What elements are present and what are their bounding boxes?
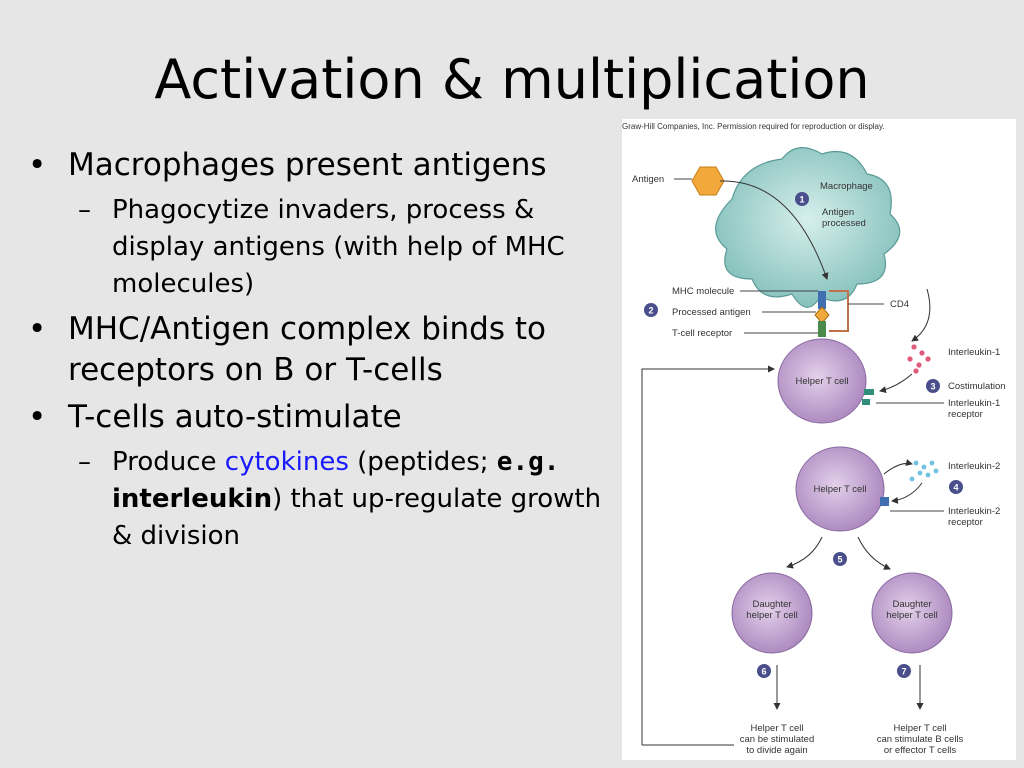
sub-text-middle: (peptides; bbox=[348, 447, 497, 477]
processed-antigen-shape bbox=[814, 306, 830, 324]
sub-bullet-mark: – bbox=[78, 447, 91, 477]
outcome-right-3: or effector T cells bbox=[884, 745, 957, 756]
antigen-path-arrow bbox=[719, 180, 829, 280]
division-arrow-right bbox=[857, 536, 891, 570]
label-daughter-left-1: Daughter bbox=[752, 599, 791, 610]
outcome-left-1: Helper T cell bbox=[751, 723, 804, 734]
bullet-mark: • bbox=[28, 399, 47, 435]
il2-bind-arrow bbox=[891, 482, 923, 504]
label-daughter-left-2: helper T cell bbox=[746, 610, 797, 621]
label-macrophage: Macrophage bbox=[820, 181, 873, 192]
sub-bullet-mark: – bbox=[78, 195, 91, 225]
interleukin-2-dots bbox=[909, 460, 939, 482]
il2-receptor-shape bbox=[880, 497, 889, 506]
outcome-right-1: Helper T cell bbox=[894, 723, 947, 734]
step-3-badge: 3 bbox=[926, 379, 940, 393]
label-il1-receptor-1: Interleukin-1 bbox=[948, 398, 1000, 409]
label-antigen-processed-2: processed bbox=[822, 218, 866, 229]
sub-text-suffix: ) that up-regulate growth & division bbox=[112, 484, 602, 551]
t-cell-activation-figure: Graw-Hill Companies, Inc. Permission req… bbox=[622, 119, 1016, 760]
step-7-badge: 7 bbox=[897, 664, 911, 678]
daughter-cell-left bbox=[731, 572, 813, 654]
label-costimulation: Costimulation bbox=[948, 381, 1006, 392]
step-7-number: 7 bbox=[901, 667, 906, 677]
bullet-2: • MHC/Antigen complex binds to receptors… bbox=[28, 309, 618, 391]
antigen-shape bbox=[691, 166, 725, 196]
step-5-badge: 5 bbox=[833, 552, 847, 566]
cd4-shape bbox=[829, 290, 849, 332]
daughter-cell-right bbox=[871, 572, 953, 654]
figure-svg: Graw-Hill Companies, Inc. Permission req… bbox=[622, 122, 1006, 756]
label-antigen-processed-1: Antigen bbox=[822, 207, 854, 218]
cytokines-highlight: cytokines bbox=[224, 447, 349, 477]
label-cd4: CD4 bbox=[890, 299, 909, 310]
il2-release-arrow bbox=[883, 459, 913, 475]
sub-bullet-2: – Produce cytokines (peptides; e.g. inte… bbox=[28, 444, 618, 555]
label-il2: Interleukin-2 bbox=[948, 461, 1000, 472]
bullet-mark: • bbox=[28, 311, 47, 347]
label-processed-antigen: Processed antigen bbox=[672, 307, 751, 318]
bullet-text: Macrophages present antigens bbox=[68, 147, 547, 183]
step-4-number: 4 bbox=[953, 483, 958, 493]
step-1-number: 1 bbox=[799, 195, 804, 205]
interleukin-1-dots bbox=[907, 344, 931, 374]
il1-release-arrow bbox=[911, 288, 931, 342]
step-5-number: 5 bbox=[837, 555, 842, 565]
step-1-badge: 1 bbox=[795, 192, 809, 206]
step-2-badge: 2 bbox=[644, 303, 658, 317]
tcr-shape bbox=[818, 321, 826, 337]
division-arrow-left bbox=[786, 536, 823, 569]
outcome-left-3: to divide again bbox=[746, 745, 807, 756]
label-tcr: T-cell receptor bbox=[672, 328, 732, 339]
sub-bullet-text: Phagocytize invaders, process & display … bbox=[112, 195, 565, 299]
step-3-number: 3 bbox=[930, 382, 935, 392]
helper-t-cell-1 bbox=[777, 338, 867, 424]
il1-bind-arrow bbox=[879, 373, 913, 394]
label-antigen: Antigen bbox=[632, 174, 664, 185]
step-6-number: 6 bbox=[761, 667, 766, 677]
bullet-mark: • bbox=[28, 147, 47, 183]
label-il1-receptor-2: receptor bbox=[948, 409, 983, 420]
feedback-loop-line bbox=[641, 368, 772, 746]
step-2-number: 2 bbox=[648, 306, 653, 316]
macrophage-cell bbox=[715, 147, 901, 308]
helper-t-cell-2 bbox=[795, 446, 885, 532]
label-daughter-right-2: helper T cell bbox=[886, 610, 937, 621]
slide-title: Activation & multiplication bbox=[154, 48, 870, 111]
sub-text-prefix: Produce bbox=[112, 447, 225, 477]
il1-receptor-shape bbox=[864, 389, 874, 395]
label-helper-2: Helper T cell bbox=[814, 484, 867, 495]
label-helper-1: Helper T cell bbox=[796, 376, 849, 387]
eg-text: e.g. bbox=[496, 447, 560, 477]
mhc-molecule-shape bbox=[818, 291, 826, 309]
bullet-text: MHC/Antigen complex binds to receptors o… bbox=[68, 311, 546, 388]
label-il2-receptor-2: receptor bbox=[948, 517, 983, 528]
step-4-badge: 4 bbox=[949, 480, 963, 494]
sub-bullet-1: – Phagocytize invaders, process & displa… bbox=[28, 192, 618, 303]
outcome-left-2: can be stimulated bbox=[740, 734, 814, 745]
label-mhc: MHC molecule bbox=[672, 286, 734, 297]
bullet-3: • T-cells auto-stimulate bbox=[28, 397, 618, 438]
figure-credit: Graw-Hill Companies, Inc. Permission req… bbox=[622, 122, 885, 131]
interleukin-bold: interleukin bbox=[112, 484, 273, 514]
label-il1: Interleukin-1 bbox=[948, 347, 1000, 358]
bullet-list: • Macrophages present antigens – Phagocy… bbox=[28, 145, 618, 561]
outcome-right-2: can stimulate B cells bbox=[877, 734, 964, 745]
il1-receptor-shape bbox=[862, 399, 870, 405]
label-daughter-right-1: Daughter bbox=[892, 599, 931, 610]
bullet-text: T-cells auto-stimulate bbox=[68, 399, 402, 435]
step-6-badge: 6 bbox=[757, 664, 771, 678]
bullet-1: • Macrophages present antigens bbox=[28, 145, 618, 186]
label-il2-receptor-1: Interleukin-2 bbox=[948, 506, 1000, 517]
